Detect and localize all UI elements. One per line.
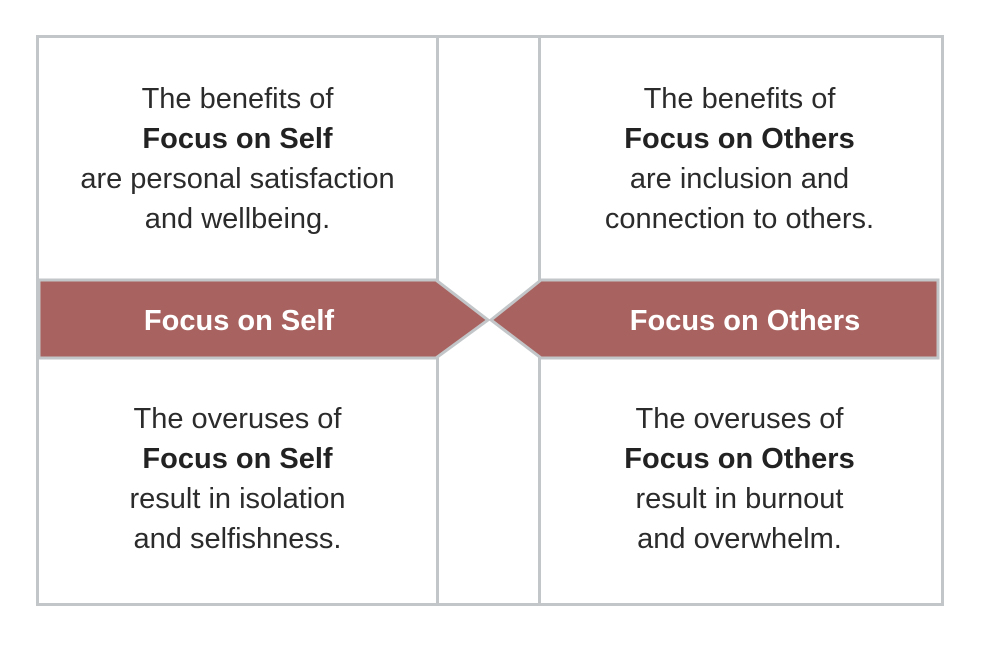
cell-overuses-others: The overuses of Focus on Others result i… bbox=[541, 358, 938, 600]
cell-line: are inclusion and bbox=[629, 163, 850, 195]
cell-overuses-self: The overuses of Focus on Self result in … bbox=[39, 358, 436, 600]
cell-line: The overuses of bbox=[133, 403, 342, 435]
cell-heading: Focus on Others bbox=[624, 443, 855, 475]
band-label-others: Focus on Others bbox=[629, 305, 861, 337]
cell-heading: Focus on Self bbox=[142, 443, 333, 475]
cell-benefits-self: The benefits of Focus on Self are person… bbox=[39, 38, 436, 280]
band-arrow-others bbox=[488, 278, 940, 360]
cell-heading: Focus on Others bbox=[624, 123, 855, 155]
cell-line: result in isolation bbox=[129, 483, 346, 515]
cell-line: and wellbeing. bbox=[144, 203, 331, 235]
cell-line: connection to others. bbox=[604, 203, 875, 235]
cell-line: and overwhelm. bbox=[637, 523, 842, 555]
band-label-self: Focus on Self bbox=[143, 305, 335, 337]
cell-benefits-others: The benefits of Focus on Others are incl… bbox=[541, 38, 938, 280]
cell-line: are personal satisfaction bbox=[80, 163, 395, 195]
band-arrow-self bbox=[37, 278, 491, 360]
cell-line: The benefits of bbox=[643, 83, 836, 115]
cell-line: The overuses of bbox=[635, 403, 844, 435]
cell-line: and selfishness. bbox=[133, 523, 342, 555]
cell-line: result in burnout bbox=[635, 483, 844, 515]
cell-line: The benefits of bbox=[141, 83, 334, 115]
cell-heading: Focus on Self bbox=[142, 123, 333, 155]
